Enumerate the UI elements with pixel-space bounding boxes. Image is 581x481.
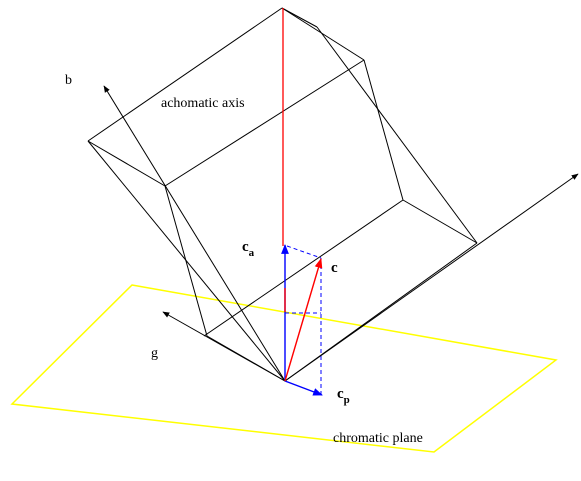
vector-c-arrow xyxy=(284,258,323,382)
axis-b-label: b xyxy=(65,73,72,88)
axis-b-line xyxy=(103,85,286,382)
projection-dashed-top xyxy=(286,245,322,259)
achromatic-axis-label: achomatic axis xyxy=(161,96,245,111)
vector-cp-label: cp xyxy=(337,386,350,406)
vector-ca-label: ca xyxy=(242,239,255,259)
chromatic-plane xyxy=(10,284,558,453)
vector-cp-arrow xyxy=(284,380,323,396)
axis-r-line xyxy=(284,173,579,382)
axis-g-line xyxy=(162,311,286,382)
chromatic-plane-label: chromatic plane xyxy=(333,431,423,446)
vector-c-label: c xyxy=(331,260,338,276)
axis-g-label: g xyxy=(151,346,158,361)
